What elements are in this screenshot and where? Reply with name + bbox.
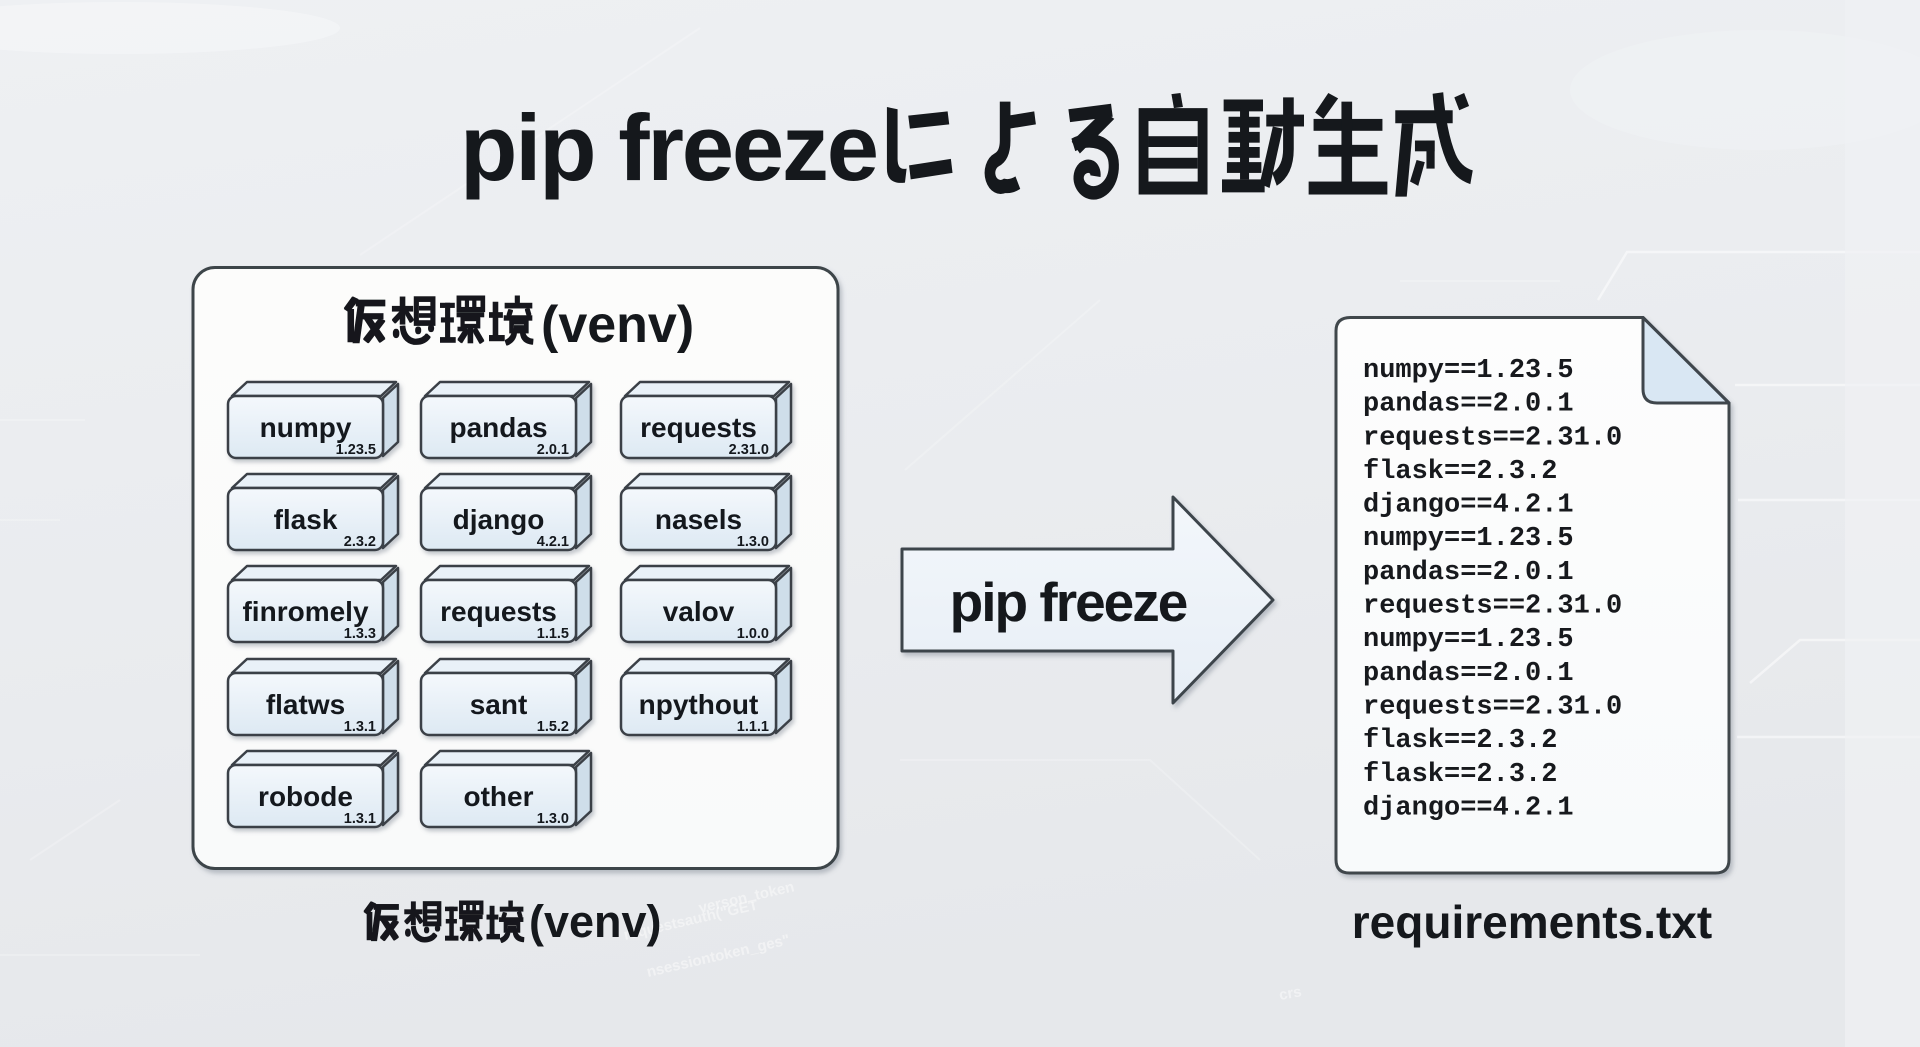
svg-text:2.0.1: 2.0.1 — [537, 442, 569, 458]
svg-text:1.23.5: 1.23.5 — [336, 442, 376, 458]
svg-text:flask==2.3.2: flask==2.3.2 — [1363, 726, 1557, 756]
svg-text:requests: requests — [440, 596, 557, 627]
svg-text:django==4.2.1: django==4.2.1 — [1363, 491, 1574, 521]
svg-text:2.31.0: 2.31.0 — [729, 442, 769, 458]
svg-text:valov: valov — [663, 596, 735, 627]
svg-text:1.3.0: 1.3.0 — [537, 811, 569, 827]
svg-text:1.3.0: 1.3.0 — [737, 534, 769, 550]
svg-text:numpy: numpy — [260, 412, 352, 443]
svg-text:flask: flask — [274, 504, 338, 535]
svg-text:requests==2.31.0: requests==2.31.0 — [1363, 693, 1622, 723]
svg-text:1.5.2: 1.5.2 — [537, 719, 569, 735]
svg-text:1.3.3: 1.3.3 — [344, 626, 376, 642]
svg-text:2.3.2: 2.3.2 — [344, 534, 376, 550]
svg-text:4.2.1: 4.2.1 — [537, 534, 569, 550]
svg-text:(venv): (venv) — [529, 896, 662, 947]
svg-text:sant: sant — [470, 689, 528, 720]
svg-text:pip freeze: pip freeze — [460, 95, 877, 200]
svg-text:flask==2.3.2: flask==2.3.2 — [1363, 457, 1557, 487]
svg-text:flask==2.3.2: flask==2.3.2 — [1363, 760, 1557, 790]
svg-text:npythout: npythout — [639, 689, 759, 720]
svg-text:pandas==2.0.1: pandas==2.0.1 — [1363, 390, 1574, 420]
svg-text:(venv): (venv) — [541, 296, 694, 354]
svg-text:robode: robode — [258, 781, 353, 812]
svg-text:pandas==2.0.1: pandas==2.0.1 — [1363, 558, 1574, 588]
svg-text:pandas: pandas — [449, 412, 547, 443]
svg-text:1.1.5: 1.1.5 — [537, 626, 569, 642]
svg-text:finromely: finromely — [242, 596, 368, 627]
svg-text:1.3.1: 1.3.1 — [344, 811, 376, 827]
svg-text:1.3.1: 1.3.1 — [344, 719, 376, 735]
svg-text:django: django — [453, 504, 545, 535]
svg-text:requirements.txt: requirements.txt — [1352, 896, 1712, 948]
svg-text:django==4.2.1: django==4.2.1 — [1363, 794, 1574, 824]
svg-text:requests: requests — [640, 412, 757, 443]
svg-text:requests==2.31.0: requests==2.31.0 — [1363, 423, 1622, 453]
svg-text:numpy==1.23.5: numpy==1.23.5 — [1363, 625, 1574, 655]
svg-text:numpy==1.23.5: numpy==1.23.5 — [1363, 524, 1574, 554]
svg-text:nasels: nasels — [655, 504, 742, 535]
svg-text:flatws: flatws — [266, 689, 345, 720]
svg-text:crs: crs — [1278, 983, 1303, 1004]
svg-text:requests==2.31.0: requests==2.31.0 — [1363, 592, 1622, 622]
svg-text:pandas==2.0.1: pandas==2.0.1 — [1363, 659, 1574, 689]
svg-text:1.1.1: 1.1.1 — [737, 719, 769, 735]
svg-text:numpy==1.23.5: numpy==1.23.5 — [1363, 356, 1574, 386]
svg-text:pip freeze: pip freeze — [950, 571, 1187, 633]
svg-text:other: other — [464, 781, 534, 812]
svg-text:1.0.0: 1.0.0 — [737, 626, 769, 642]
